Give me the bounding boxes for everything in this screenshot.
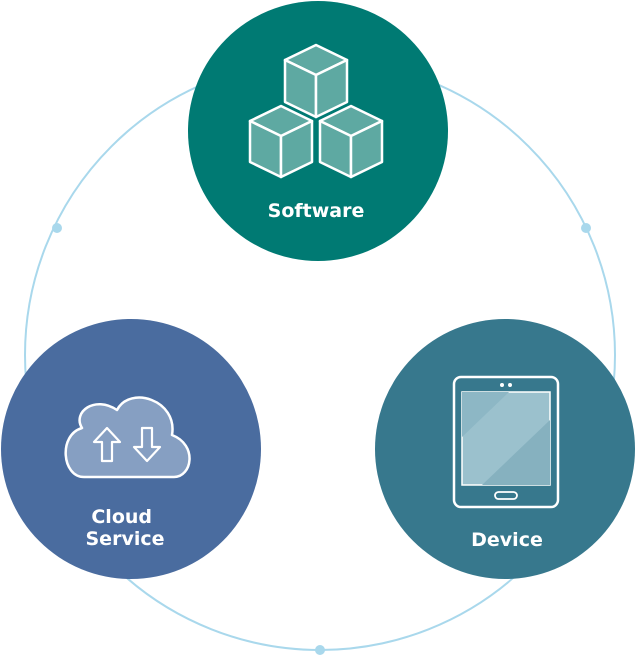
download-arrow-icon — [132, 426, 162, 463]
upload-arrow-icon — [92, 426, 122, 463]
software-node: Software — [188, 1, 448, 261]
tablet-camera-dot-1 — [500, 383, 504, 387]
software-circle — [188, 1, 448, 261]
connector-dot-right — [581, 223, 591, 233]
cubes-icon — [248, 43, 384, 179]
device-node: Device — [375, 319, 635, 579]
tablet-screen-glare — [482, 420, 550, 485]
tablet-home-button — [494, 491, 518, 500]
connector-dot-bottom — [315, 645, 325, 655]
cloud-service-label-line1: Cloud — [91, 506, 152, 528]
tablet-icon — [452, 375, 560, 509]
cloud-service-node: Cloud Service — [1, 319, 261, 579]
cloud-service-label: Cloud Service — [86, 506, 165, 550]
software-label: Software — [268, 200, 365, 222]
connector-dot-left — [52, 223, 62, 233]
device-label: Device — [471, 529, 543, 551]
cloud-upload-download-icon — [64, 396, 191, 479]
cloud-service-label-line2: Service — [86, 528, 165, 550]
tablet-camera-dot-2 — [508, 383, 512, 387]
